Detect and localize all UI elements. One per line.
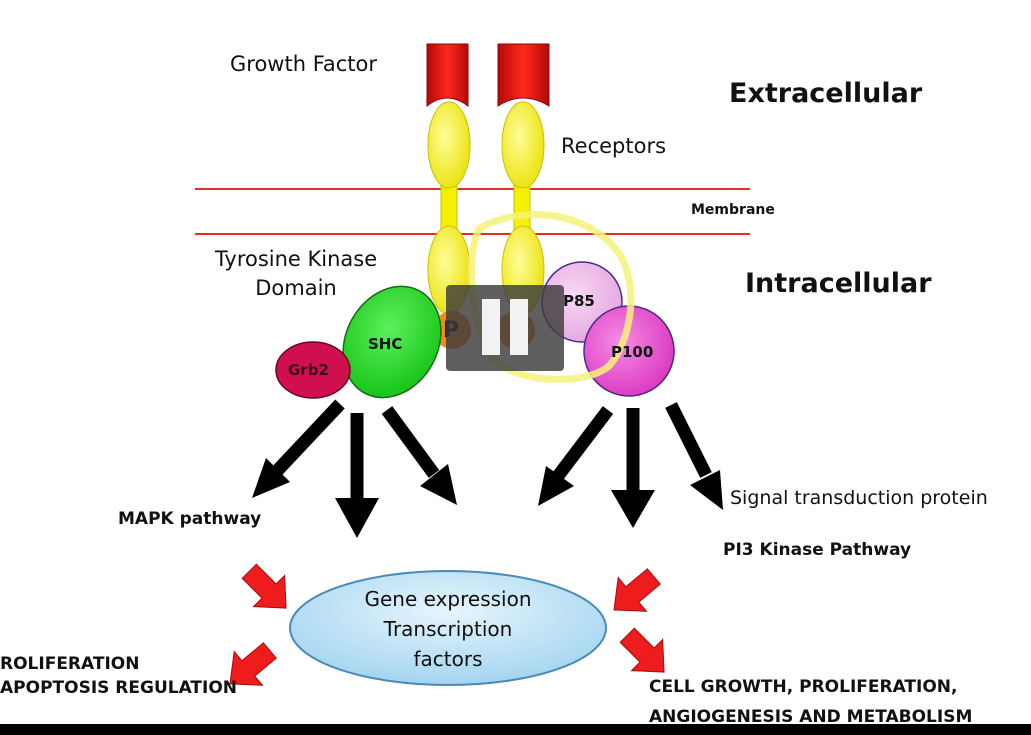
- black-arrow-1: [271, 399, 345, 477]
- label-pi3k-pathway: PI3 Kinase Pathway: [723, 540, 912, 560]
- label-left-outcome: ROLIFERATION APOPTOSIS REGULATION: [0, 652, 237, 700]
- label-tyrosine-kinase: Tyrosine Kinase Domain: [196, 245, 396, 303]
- bottom-black-bar: [0, 724, 1031, 735]
- label-mapk-pathway: MAPK pathway: [118, 509, 262, 529]
- black-arrowhead-4: [538, 466, 574, 506]
- label-tyrosine-kinase-line1: Tyrosine Kinase: [214, 247, 378, 271]
- label-growth-factor: Growth Factor: [230, 52, 377, 76]
- black-arrow-3: [381, 406, 440, 478]
- label-gene-line2: Transcription: [383, 617, 513, 641]
- label-gene-line1: Gene expression: [364, 587, 532, 611]
- label-receptors: Receptors: [561, 134, 667, 158]
- label-tyrosine-kinase-line2: Domain: [255, 276, 337, 300]
- label-left-outcome-line1: ROLIFERATION: [0, 654, 140, 674]
- label-p100: P100: [611, 343, 654, 361]
- label-signal-transduction: Signal transduction protein: [730, 487, 988, 509]
- black-arrow-6: [665, 402, 712, 478]
- grb2-protein: [275, 341, 351, 399]
- label-right-outcome: CELL GROWTH, PROLIFERATION, ANGIOGENESIS…: [649, 672, 972, 732]
- label-gene-expression: Gene expression Transcription factors: [328, 584, 568, 674]
- red-arrow-bottom-left: [229, 642, 277, 686]
- black-arrow-4: [552, 406, 614, 480]
- label-grb2: Grb2: [288, 361, 329, 379]
- black-arrowhead-1: [252, 458, 290, 498]
- receptor-right-upper: [501, 101, 545, 189]
- label-right-outcome-line2: ANGIOGENESIS AND METABOLISM: [649, 707, 973, 727]
- label-membrane: Membrane: [691, 202, 775, 218]
- label-shc: SHC: [368, 335, 403, 353]
- black-arrowhead-2: [335, 498, 379, 538]
- red-arrow-top-left: [241, 563, 287, 609]
- label-left-outcome-line2: APOPTOSIS REGULATION: [0, 678, 238, 698]
- shc-protein: [342, 285, 442, 399]
- growth-factor-right: [497, 43, 550, 107]
- red-arrow-top-right: [613, 568, 661, 612]
- black-arrowhead-6: [690, 470, 723, 510]
- growth-factor-left: [426, 43, 469, 108]
- black-arrowhead-3: [420, 464, 457, 505]
- gene-expression-oval: [289, 570, 607, 686]
- receptor-left-upper: [427, 101, 471, 189]
- label-intracellular: Intracellular: [745, 268, 932, 299]
- red-arrow-bottom-right: [619, 627, 665, 673]
- pause-button[interactable]: [446, 285, 564, 371]
- label-right-outcome-line1: CELL GROWTH, PROLIFERATION,: [649, 677, 958, 697]
- label-extracellular: Extracellular: [729, 78, 923, 109]
- black-arrowhead-5: [611, 490, 655, 528]
- label-p85: P85: [563, 292, 595, 310]
- label-gene-line3: factors: [413, 647, 483, 671]
